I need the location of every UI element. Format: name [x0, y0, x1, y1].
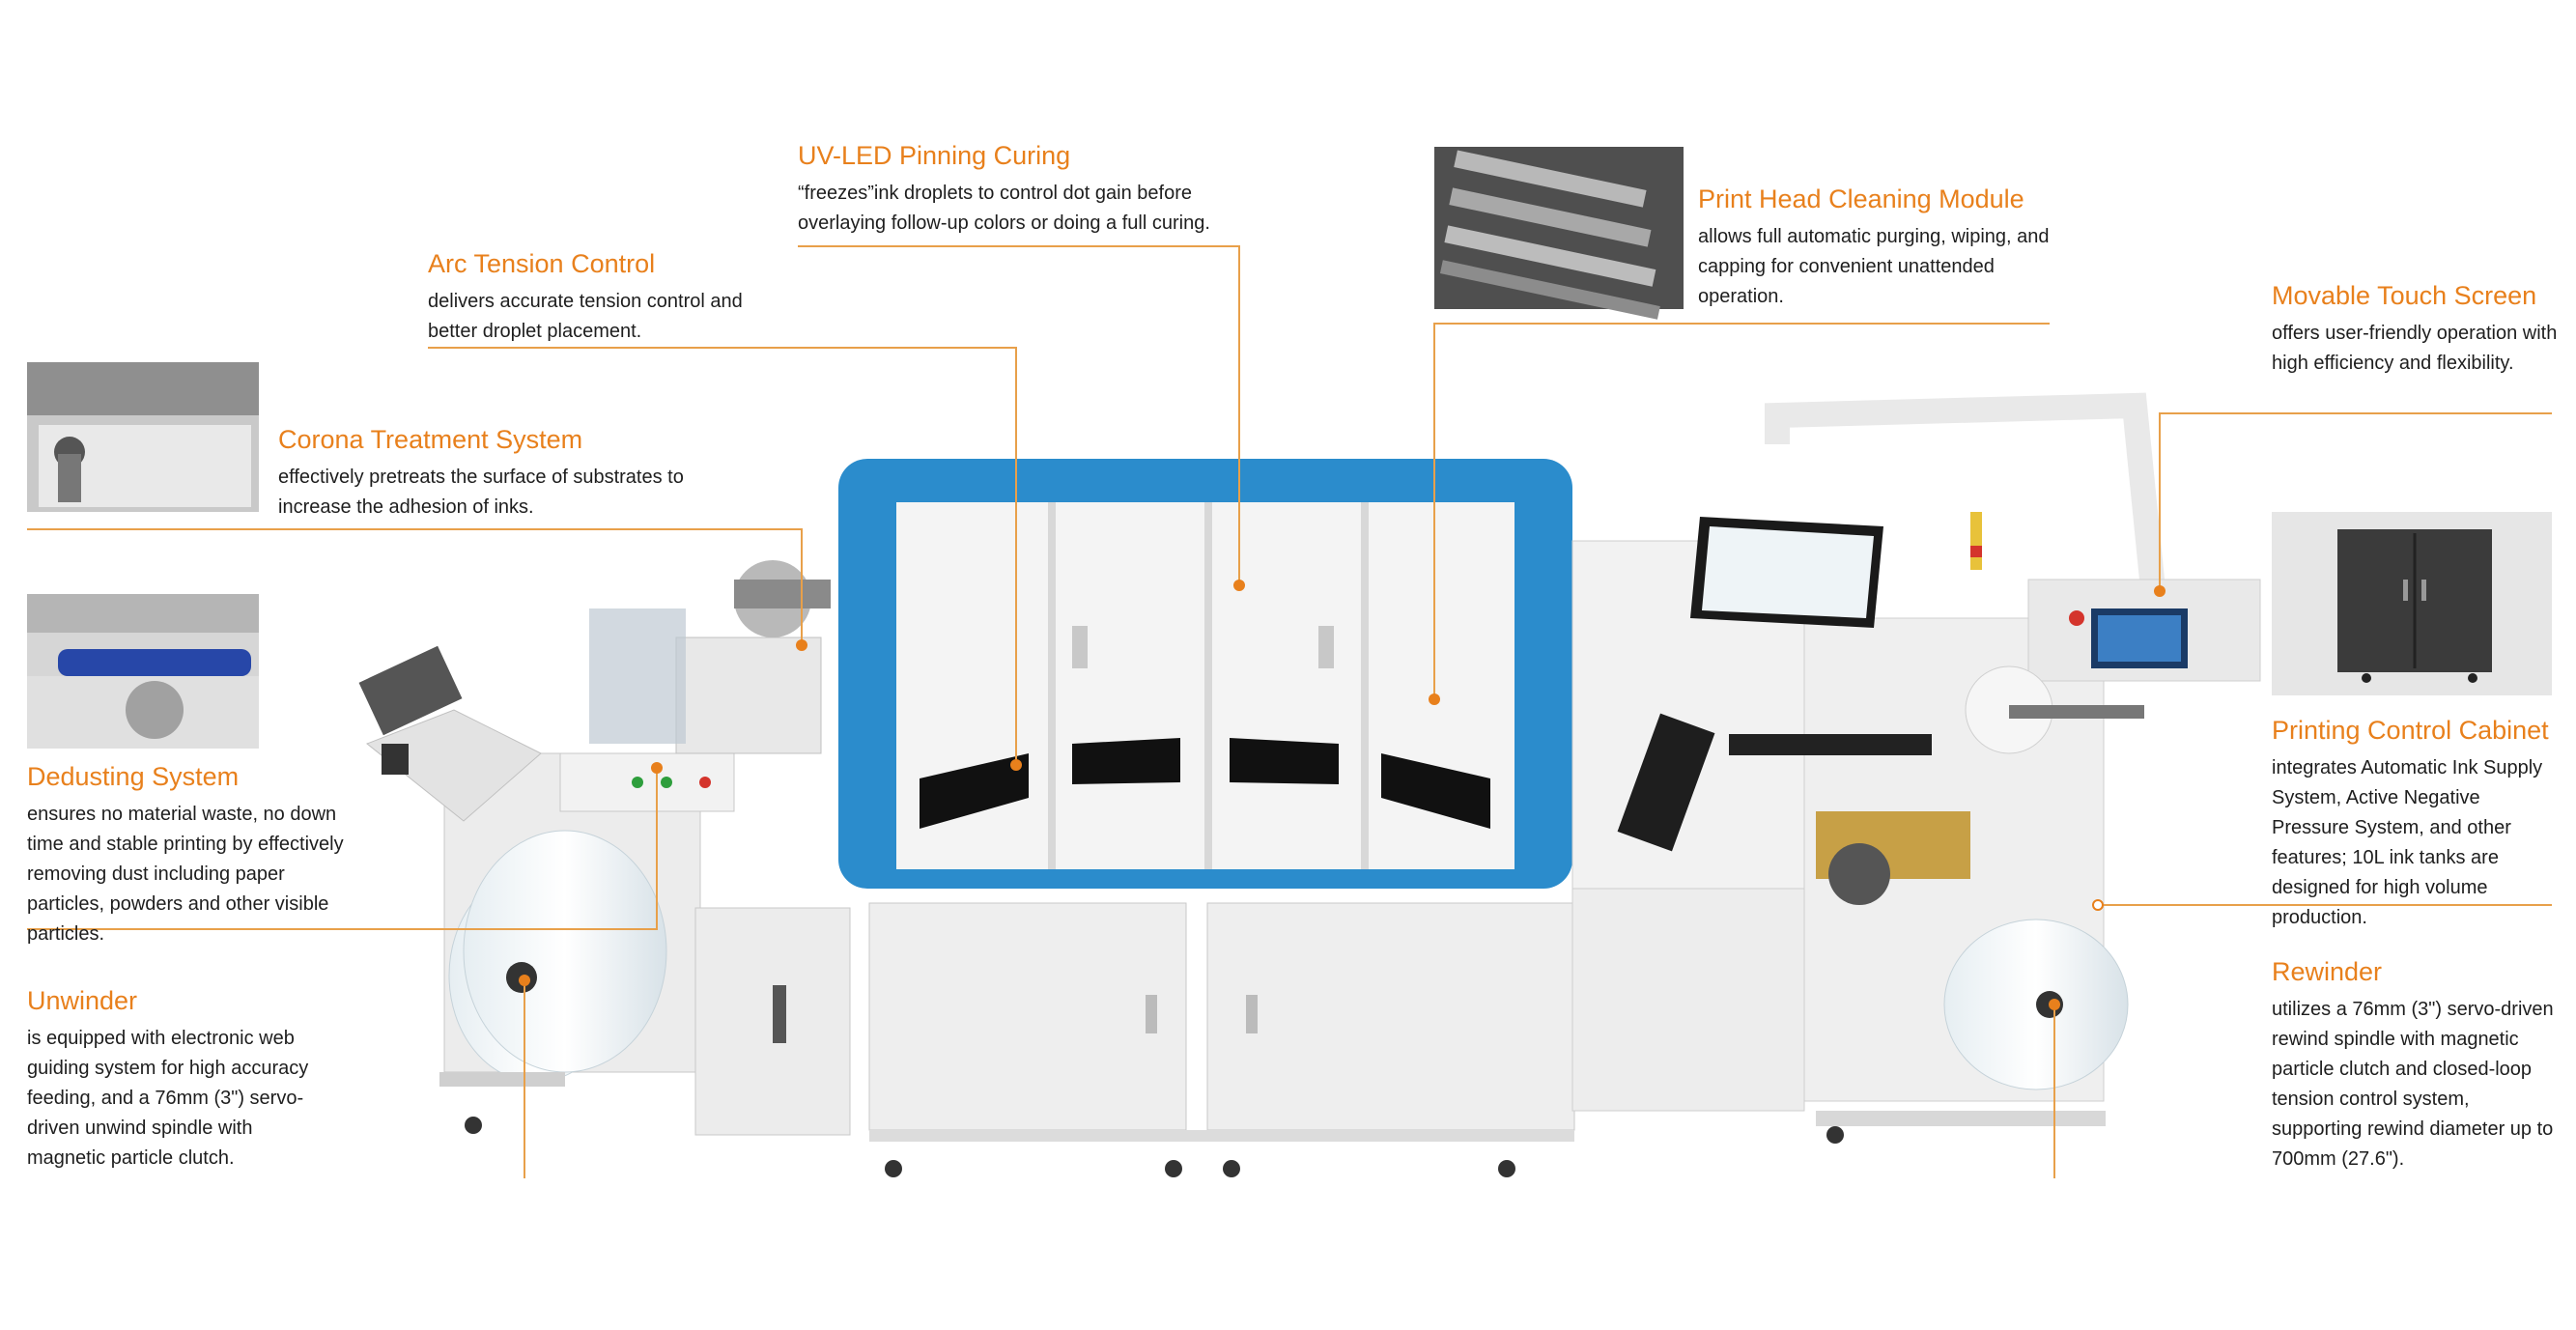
callout-print-head-cleaning: Print Head Cleaning Module allows full a…: [1698, 184, 2065, 312]
corona-inset-photo: [27, 362, 259, 512]
callout-title: Arc Tension Control: [428, 249, 656, 278]
callout-description: ensures no material waste, no down time …: [27, 804, 344, 945]
callout-title: UV-LED Pinning Curing: [798, 141, 1071, 170]
callout-title: Print Head Cleaning Module: [1698, 184, 2024, 213]
dedusting-inset-photo: [27, 594, 259, 749]
rewinder-section: [1571, 392, 2261, 1144]
callout-corona-treatment: Corona Treatment System effectively pret…: [278, 424, 703, 523]
callout-description: effectively pretreats the surface of sub…: [278, 467, 684, 518]
callout-description: offers user-friendly operation with high…: [2272, 323, 2558, 374]
callout-dedusting-system: Dedusting System ensures no material was…: [27, 761, 346, 949]
callout-arc-tension-control: Arc Tension Control delivers accurate te…: [428, 248, 776, 347]
callout-description: utilizes a 76mm (3") servo-driven rewind…: [2272, 999, 2554, 1170]
control-cabinet-inset-photo: [2272, 512, 2552, 695]
callout-title: Corona Treatment System: [278, 425, 583, 454]
callout-uv-led-pinning: UV-LED Pinning Curing “freezes”ink dropl…: [798, 140, 1261, 239]
callout-movable-touch-screen: Movable Touch Screen offers user-friendl…: [2272, 280, 2562, 379]
callout-title: Unwinder: [27, 986, 138, 1015]
callout-unwinder: Unwinder is equipped with electronic web…: [27, 985, 336, 1174]
callout-title: Printing Control Cabinet: [2272, 716, 2549, 745]
callout-description: is equipped with electronic web guiding …: [27, 1028, 309, 1169]
print-module: [694, 459, 1575, 1177]
callout-description: “freezes”ink droplets to control dot gai…: [798, 183, 1210, 234]
callout-description: allows full automatic purging, wiping, a…: [1698, 226, 2050, 307]
callout-title: Movable Touch Screen: [2272, 281, 2537, 310]
callout-description: delivers accurate tension control and be…: [428, 291, 743, 342]
leader-lines: [27, 245, 2552, 1178]
print-head-inset-photo: [1434, 147, 1684, 320]
callout-title: Dedusting System: [27, 762, 240, 791]
callout-rewinder: Rewinder utilizes a 76mm (3") servo-driv…: [2272, 956, 2562, 1174]
callout-title: Rewinder: [2272, 957, 2383, 986]
callout-description: integrates Automatic Ink Supply System, …: [2272, 757, 2543, 928]
callout-printing-control-cabinet: Printing Control Cabinet integrates Auto…: [2272, 715, 2562, 933]
